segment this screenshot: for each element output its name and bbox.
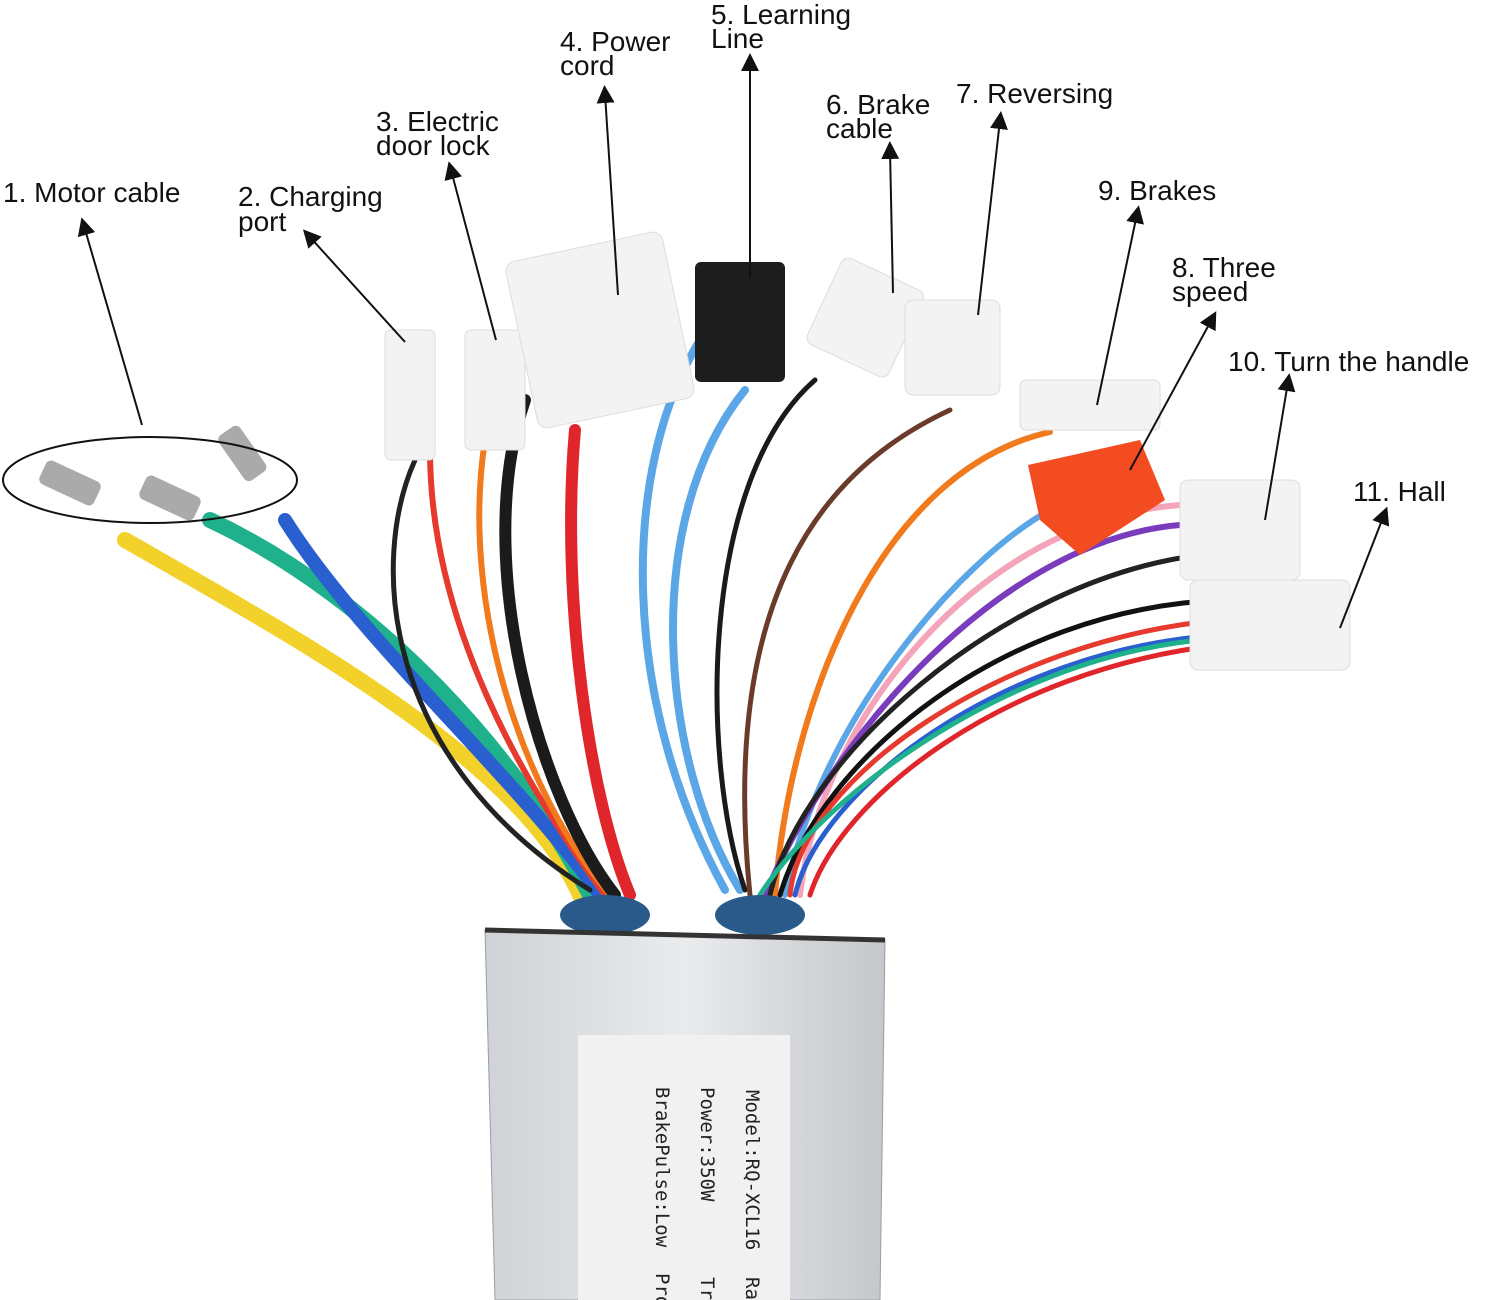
label-hall: 11. Hall xyxy=(1353,476,1446,507)
label-door-lock-line1: 3. Electric xyxy=(376,106,499,137)
motor-cable-circle xyxy=(2,436,298,524)
label-learning-line-line1: 5. Learning xyxy=(711,0,852,30)
label-three-speed-line2: speed xyxy=(1172,276,1249,307)
label-motor-cable: 1. Motor cable xyxy=(3,177,181,208)
rated-partial-text: Rat xyxy=(741,1277,763,1300)
label-turn-handle: 10. Turn the handle xyxy=(1228,346,1470,377)
brake-pulse-text: BrakePulse:Low xyxy=(651,1087,673,1248)
callout-arrows xyxy=(2,53,1390,629)
power-text: Power:350W xyxy=(696,1087,718,1202)
controller-label-plate: Model:RQ-XCL16 Power:350W BrakePulse:Low… xyxy=(578,1035,790,1300)
wires xyxy=(117,336,1223,903)
prod-partial-text: Proc xyxy=(651,1273,673,1300)
label-brake-cable-line2: cable xyxy=(826,113,893,144)
label-door-lock-line2: door lock xyxy=(376,130,490,161)
label-charging-port-line2: port xyxy=(238,206,287,237)
connectors xyxy=(39,231,1351,671)
label-charging-port-line1: 2. Charging xyxy=(238,181,383,212)
label-brakes: 9. Brakes xyxy=(1098,175,1217,206)
label-power-cord-line1: 4. Power xyxy=(560,26,671,57)
model-text: Model:RQ-XCL16 xyxy=(741,1090,763,1251)
trot-partial-text: Tro xyxy=(696,1277,718,1300)
label-brake-cable-line1: 6. Brake xyxy=(826,89,931,120)
label-learning-line-line2: Line xyxy=(711,23,764,54)
label-three-speed-line1: 8. Three xyxy=(1172,252,1276,283)
label-reversing: 7. Reversing xyxy=(956,78,1114,109)
label-power-cord-line2: cord xyxy=(560,50,615,81)
